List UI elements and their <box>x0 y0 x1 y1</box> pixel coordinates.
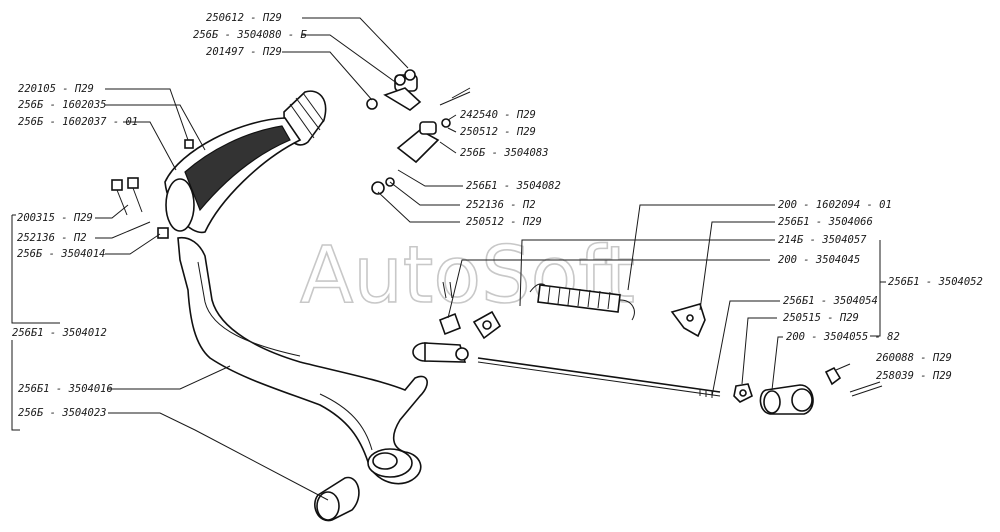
label-252136b: 252136 - П2 <box>17 232 87 244</box>
label-3504045: 200 - 3504045 <box>778 254 860 266</box>
bushing-bottom <box>314 476 360 522</box>
return-spring <box>529 283 635 321</box>
plate <box>472 310 502 340</box>
label-252136a: 252136 - П2 <box>466 199 536 211</box>
label-258039: 258039 - П29 <box>876 370 952 382</box>
rod-end <box>759 384 814 415</box>
label-3504057: 214Б - 3504057 <box>778 234 867 246</box>
clevis-block <box>371 118 451 195</box>
label-1602037: 256Б - 1602037 - 01 <box>18 116 138 128</box>
label-3504023: 256Б - 3504023 <box>18 407 107 419</box>
label-242540: 242540 - П29 <box>460 109 536 121</box>
label-220105: 220105 - П29 <box>18 83 94 95</box>
label-250512b: 250512 - П29 <box>466 216 542 228</box>
label-3504055: 200 - 3504055 - 82 <box>786 331 900 343</box>
label-201497: 201497 - П29 <box>206 46 282 58</box>
clevis-pin <box>438 281 462 336</box>
label-3504054: 256Б1 - 3504054 <box>783 295 878 307</box>
bolt-left <box>111 139 194 239</box>
label-3504083: 256Б - 3504083 <box>460 147 549 159</box>
label-3504014: 256Б - 3504014 <box>17 248 106 260</box>
label-250512a: 250512 - П29 <box>460 126 536 138</box>
spring-bracket <box>670 303 706 338</box>
leader-lines <box>11 17 886 501</box>
label-3504066: 256Б1 - 3504066 <box>778 216 873 228</box>
pull-rod <box>477 357 721 398</box>
label-1602035: 256Б - 1602035 <box>18 99 107 111</box>
pin <box>824 363 851 386</box>
top-bracket <box>366 69 471 111</box>
label-3504082: 256Б1 - 3504082 <box>466 180 561 192</box>
label-200315: 200315 - П29 <box>17 212 93 224</box>
label-1602094: 200 - 1602094 - 01 <box>778 199 892 211</box>
label-3504016: 256Б1 - 3504016 <box>18 383 113 395</box>
label-250612: 250612 - П29 <box>206 12 282 24</box>
part-labels: 250612 - П29 256Б - 3504080 - Б 201497 -… <box>12 12 983 419</box>
label-3504052: 256Б1 - 3504052 <box>888 276 983 288</box>
label-3504080: 256Б - 3504080 - Б <box>193 29 307 41</box>
label-250515: 250515 - П29 <box>783 312 859 324</box>
cotter-pin <box>849 381 883 397</box>
fork <box>412 342 469 363</box>
pedal-boot <box>164 117 302 234</box>
label-3504012: 256Б1 - 3504012 <box>12 327 107 339</box>
pedal-lever <box>177 236 428 485</box>
nut <box>733 383 753 403</box>
label-260088: 260088 - П29 <box>876 352 952 364</box>
